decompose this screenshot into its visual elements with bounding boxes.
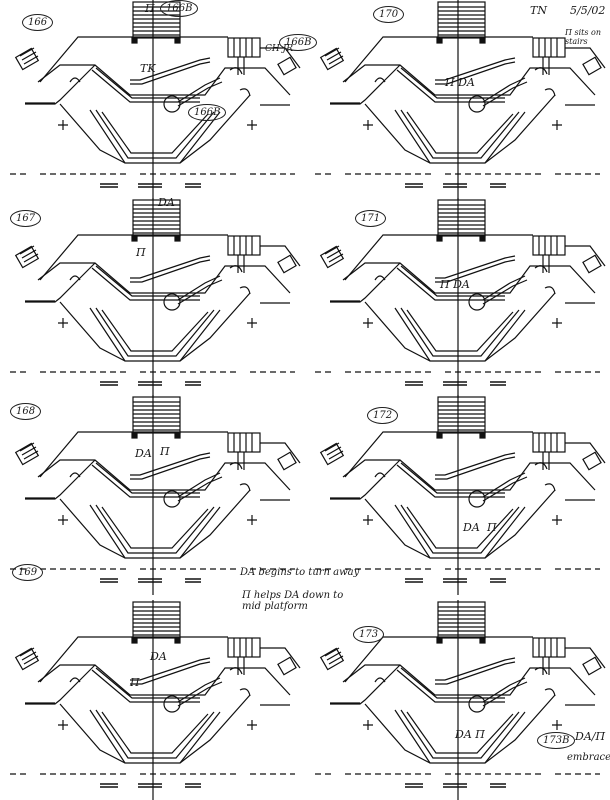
blocking-diagram-167: 167 DA Π — [0, 196, 305, 398]
actor-label: TK — [140, 62, 156, 75]
stage-note: Π sits on stairs — [565, 28, 602, 46]
action-note-turn-away: DA begins to turn away — [240, 567, 360, 578]
actor-label: Π — [487, 521, 497, 534]
actor-label: DA — [158, 196, 175, 209]
blocking-diagram-168: 168 DA Π — [0, 395, 305, 595]
blocking-diagram-166: 166 Π 166B CH JR 166B TK 166B — [0, 0, 318, 200]
stage-diagram — [305, 198, 610, 398]
cue-label: 166B — [188, 104, 227, 121]
date: 5/5/02 — [570, 4, 606, 17]
actor-label: DA — [150, 650, 167, 663]
stage-diagram — [305, 600, 610, 800]
actor-label: Π — [130, 676, 140, 689]
action-note-helps: Π helps DA down to mid platform — [242, 590, 344, 612]
diagram-number: 171 — [355, 210, 387, 227]
blocking-diagram-171: 171 Π DA — [305, 198, 610, 398]
diagram-number: 167 — [10, 210, 42, 227]
blocking-diagram-169: 169 DA Π — [0, 564, 305, 800]
diagram-number: 173 — [353, 626, 385, 643]
cue-label: 166B — [279, 34, 318, 51]
stage-diagram — [0, 600, 305, 800]
diagram-number: 172 — [367, 407, 399, 424]
diagram-number: 168 — [10, 403, 42, 420]
stage-diagram — [0, 198, 305, 398]
actor-label: Π — [136, 246, 146, 259]
actor-label: DA — [135, 447, 152, 460]
actor-label: DA/Π — [575, 730, 606, 743]
actor-label: Π DA — [440, 278, 470, 291]
actor-label: Π DA — [445, 76, 475, 89]
stage-diagram — [0, 0, 305, 200]
blocking-diagram-172: 172 DA Π — [305, 395, 610, 595]
stage-diagram — [0, 395, 305, 595]
diagram-number: 166 — [22, 14, 54, 31]
actor-label: DA — [463, 521, 480, 534]
stage-diagram — [305, 395, 610, 595]
diagram-number: 169 — [12, 564, 44, 581]
actor-label: DA Π — [455, 728, 485, 741]
actor-label: Π — [160, 445, 170, 458]
cue-label: 166B — [160, 0, 199, 17]
initials: TN — [530, 4, 547, 17]
diagram-number: 170 — [373, 6, 405, 23]
actor-label: Π — [145, 2, 155, 15]
blocking-diagram-173: 173 DA Π 173B DA/Π embrace — [305, 600, 610, 800]
blocking-diagram-170: 170 Π DA — [305, 0, 610, 200]
cue-label: 173B — [537, 732, 576, 749]
action-note: embrace — [567, 752, 610, 763]
actor-label: CH JR — [265, 44, 293, 54]
